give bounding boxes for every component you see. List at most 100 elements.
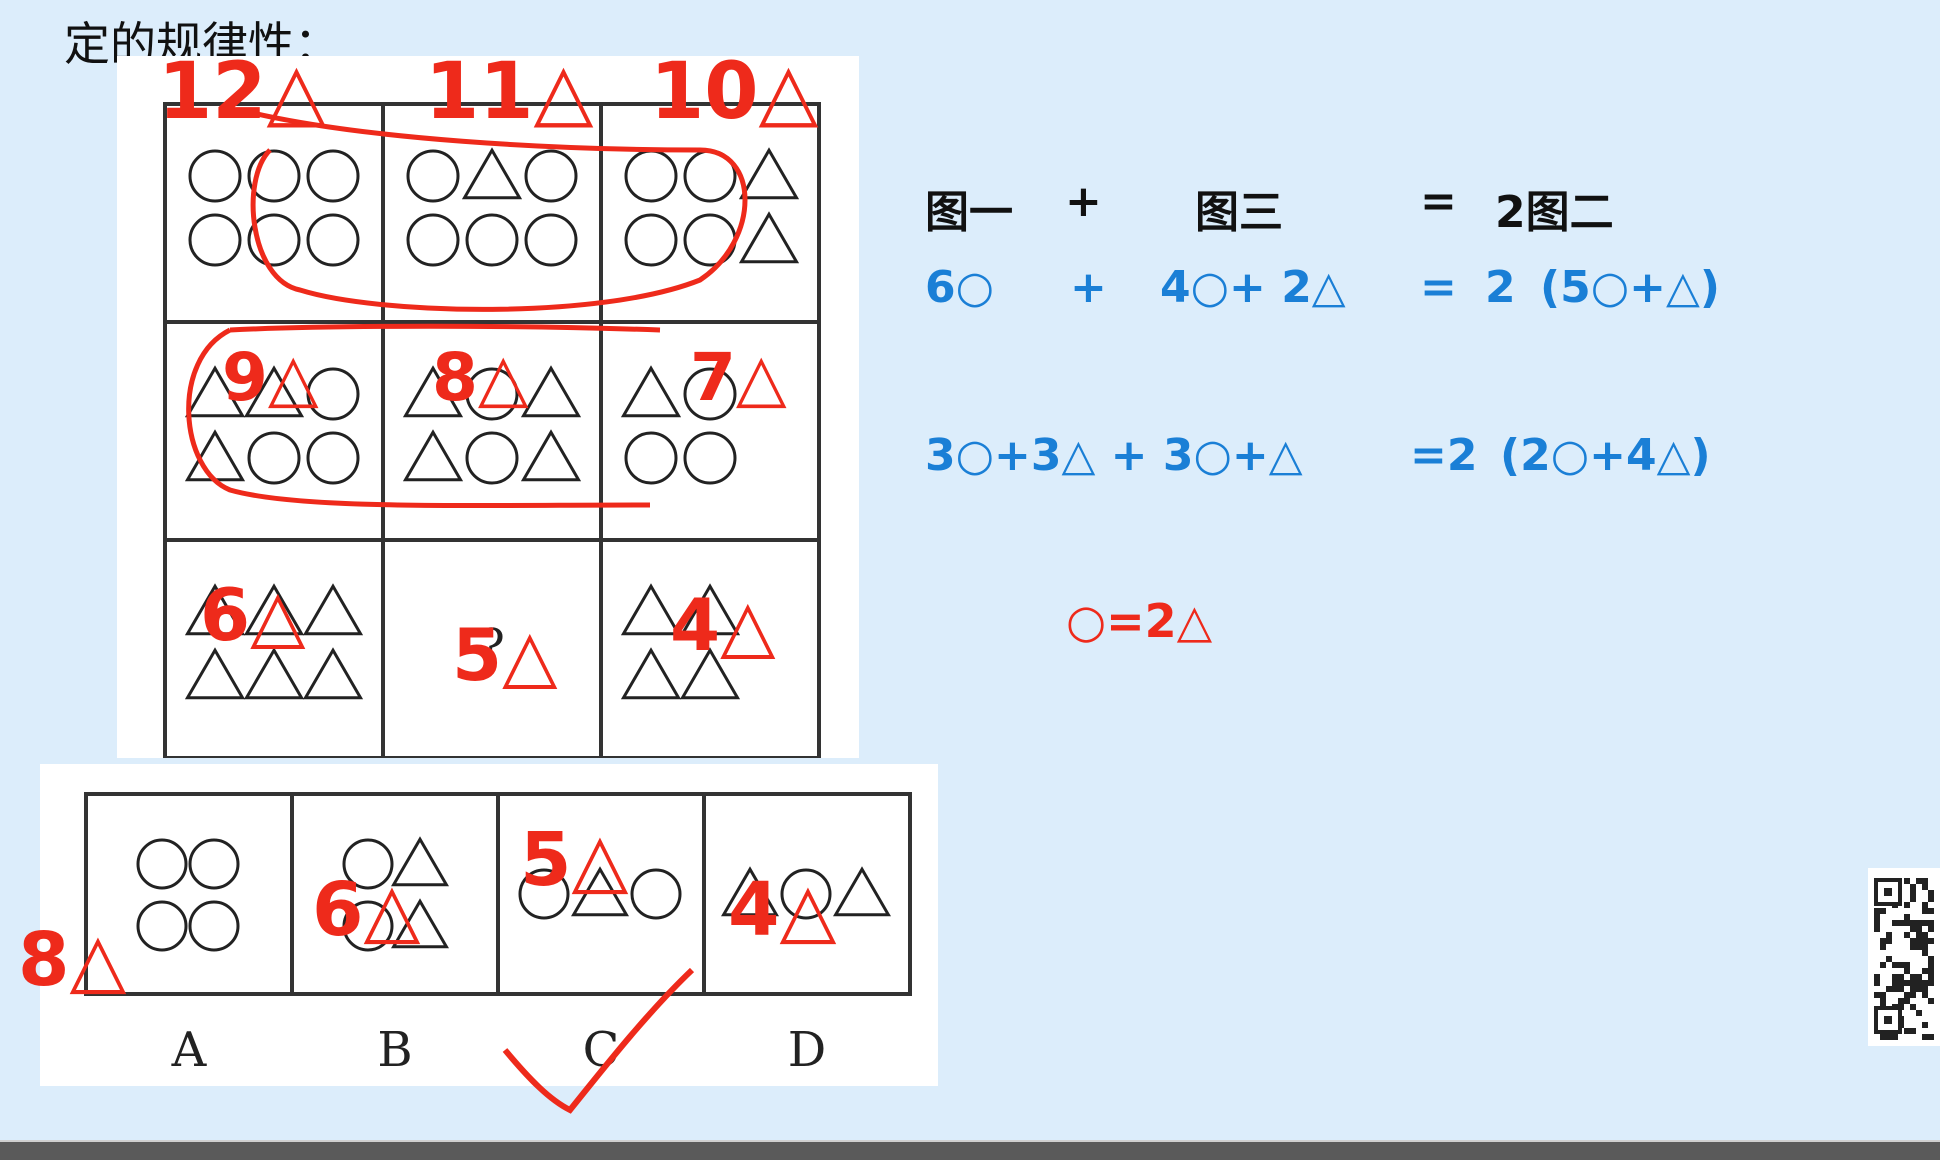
- qr-module: [1928, 962, 1934, 968]
- qr-module: [1904, 962, 1910, 968]
- qr-code: [1868, 868, 1940, 1046]
- cell-1-1-triangle: [402, 365, 464, 418]
- cell-2-0-triangle: [184, 647, 246, 700]
- qr-module: [1922, 884, 1928, 890]
- qr-module: [1922, 908, 1928, 914]
- eq-fig1: 图一: [925, 187, 1013, 238]
- bottom-status-bar: [0, 1140, 1940, 1160]
- qr-module: [1922, 986, 1928, 992]
- qr-module: [1886, 932, 1892, 938]
- cell-2-1-question-mark: ?: [479, 619, 505, 675]
- qr-module: [1910, 896, 1916, 902]
- qr-module: [1928, 908, 1934, 914]
- cell-1-2-circle: [624, 431, 678, 485]
- qr-module: [1916, 938, 1922, 944]
- cell-2-0-triangle: [243, 583, 305, 636]
- cell-1-0-triangle: [184, 429, 246, 482]
- qr-module: [1922, 932, 1928, 938]
- cell-0-2-circle: [624, 149, 678, 203]
- qr-module: [1928, 890, 1934, 896]
- cell-1-1-triangle: [402, 429, 464, 482]
- qr-module: [1922, 968, 1928, 974]
- qr-module: [1922, 878, 1928, 884]
- cell-0-1-triangle: [461, 147, 523, 200]
- qr-module: [1910, 920, 1916, 926]
- eq3-eq: =2: [1410, 430, 1478, 481]
- cell-2-0-triangle: [302, 583, 364, 636]
- option-C-triangle: [570, 866, 630, 917]
- qr-module: [1910, 944, 1916, 950]
- qr-module: [1916, 932, 1922, 938]
- puzzle-grid: ?: [163, 102, 821, 758]
- qr-module: [1910, 938, 1916, 944]
- cell-2-0-triangle: [184, 583, 246, 636]
- qr-module: [1922, 920, 1928, 926]
- qr-module: [1874, 992, 1880, 998]
- cell-0-0-circle: [188, 149, 242, 203]
- qr-module: [1916, 986, 1922, 992]
- option-B-circle: [342, 838, 394, 890]
- qr-module: [1916, 980, 1922, 986]
- qr-module: [1910, 992, 1916, 998]
- qr-module: [1922, 902, 1928, 908]
- qr-module: [1904, 932, 1910, 938]
- qr-module: [1910, 974, 1916, 980]
- equation-row-count2: 3○+3△ + 3○+△ =2 (2○+4△): [925, 430, 1785, 490]
- qr-module: [1904, 1028, 1910, 1034]
- qr-module: [1928, 938, 1934, 944]
- cell-0-2-triangle: [738, 211, 800, 264]
- cell-0-1-circle: [406, 213, 460, 267]
- qr-module: [1880, 962, 1886, 968]
- qr-module: [1886, 938, 1892, 944]
- qr-module: [1928, 956, 1934, 962]
- qr-finder-center: [1884, 1016, 1892, 1024]
- qr-module: [1886, 1034, 1892, 1040]
- qr-module: [1928, 974, 1934, 980]
- cell-0-2-circle: [624, 213, 678, 267]
- qr-module: [1916, 926, 1922, 932]
- cell-0-0-circle: [247, 149, 301, 203]
- cell-0-1-circle: [524, 149, 578, 203]
- qr-module: [1928, 968, 1934, 974]
- qr-module: [1880, 1034, 1886, 1040]
- qr-module: [1916, 974, 1922, 980]
- option-A-circle: [188, 838, 240, 890]
- cell-0-1-circle: [465, 213, 519, 267]
- eq2-paren: (5○+△): [1540, 262, 1720, 313]
- qr-module: [1880, 992, 1886, 998]
- cell-2-2-triangle: [620, 647, 682, 700]
- eq3-lhs: 3○+3△ + 3○+△: [925, 430, 1303, 481]
- qr-module: [1892, 980, 1898, 986]
- qr-module: [1910, 986, 1916, 992]
- cell-0-2-triangle: [738, 147, 800, 200]
- qr-module: [1904, 902, 1910, 908]
- qr-module: [1892, 974, 1898, 980]
- qr-module: [1922, 944, 1928, 950]
- cell-1-1-circle: [465, 431, 519, 485]
- qr-code-image: [1874, 878, 1934, 1040]
- qr-module: [1922, 938, 1928, 944]
- qr-module: [1904, 968, 1910, 974]
- qr-finder-center: [1884, 888, 1892, 896]
- qr-module: [1898, 962, 1904, 968]
- equation-row-count1: 6○ + 4○+ 2△ = 2 (5○+△): [925, 262, 1785, 322]
- cell-1-0-circle: [306, 431, 360, 485]
- option-D-triangle: [720, 866, 780, 917]
- eq3-paren: (2○+4△): [1500, 430, 1711, 481]
- eq2-plus: +: [1070, 262, 1107, 313]
- eq-equals: =: [1420, 176, 1457, 227]
- qr-module: [1880, 938, 1886, 944]
- cell-0-0-circle: [306, 149, 360, 203]
- qr-module: [1928, 926, 1934, 932]
- qr-module: [1886, 956, 1892, 962]
- qr-module: [1892, 962, 1898, 968]
- cell-1-0-triangle: [184, 365, 246, 418]
- qr-module: [1904, 992, 1910, 998]
- qr-module: [1874, 926, 1880, 932]
- option-C-circle: [518, 868, 570, 920]
- option-label-D: D: [788, 1022, 826, 1078]
- qr-module: [1898, 974, 1904, 980]
- qr-module: [1928, 980, 1934, 986]
